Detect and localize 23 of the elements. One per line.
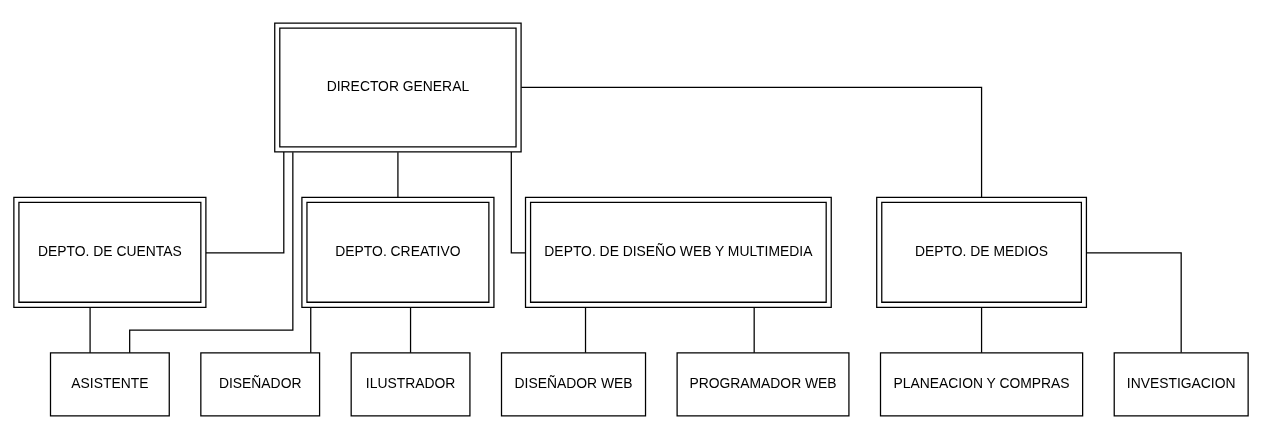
connector xyxy=(1086,252,1182,354)
node-box: PLANEACION Y COMPRAS xyxy=(879,352,1084,417)
connector xyxy=(520,86,983,198)
node-box: INVESTIGACION xyxy=(1113,352,1249,417)
node-box: DISEÑADOR WEB xyxy=(500,352,647,417)
connector xyxy=(980,306,983,354)
connector xyxy=(205,151,285,254)
node-box: DIRECTOR GENERAL xyxy=(274,22,522,153)
connector xyxy=(409,306,412,354)
connector xyxy=(753,306,755,354)
connector xyxy=(129,151,294,354)
node-box: DEPTO. CREATIVO xyxy=(301,196,495,308)
connector xyxy=(310,306,312,354)
node-box: PROGRAMADOR WEB xyxy=(676,352,850,417)
node-box: DISEÑADOR xyxy=(200,352,321,417)
node-box: ASISTENTE xyxy=(49,352,170,417)
connector xyxy=(584,306,587,354)
node-box: DEPTO. DE MEDIOS xyxy=(876,196,1088,308)
node-box: DEPTO. DE CUENTAS xyxy=(13,196,207,308)
connector xyxy=(89,306,91,354)
node-box: ILUSTRADOR xyxy=(350,352,471,417)
node-box: DEPTO. DE DISEÑO WEB Y MULTIMEDIA xyxy=(524,196,832,308)
connector xyxy=(397,151,399,198)
